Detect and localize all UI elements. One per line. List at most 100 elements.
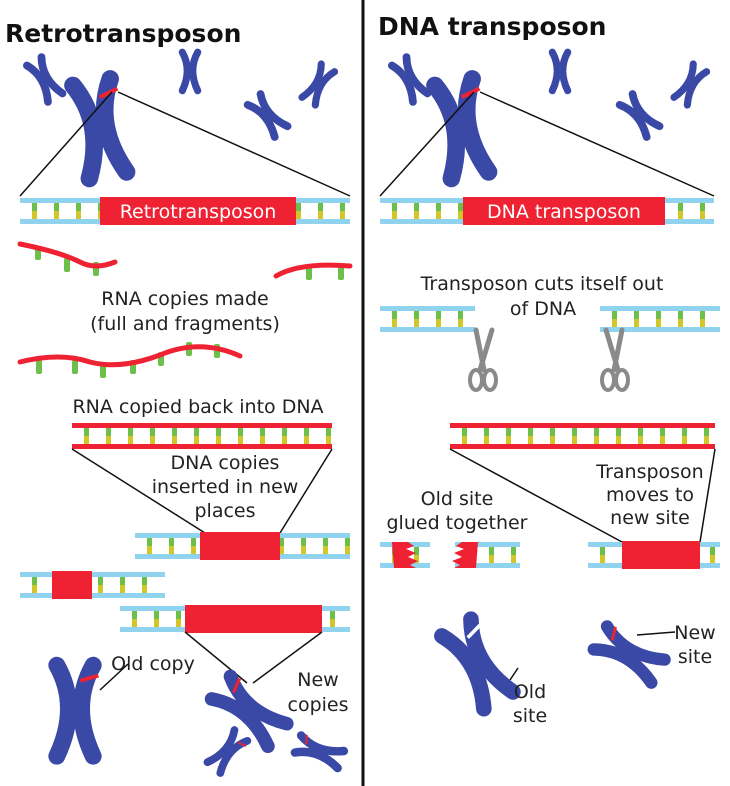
dna-strand <box>72 423 332 428</box>
base-pair <box>511 555 516 563</box>
moves-to-label: moves to <box>606 484 694 506</box>
base-pair <box>194 436 199 444</box>
cut-site-end <box>392 542 418 568</box>
new-copy-chromosome <box>290 731 349 773</box>
base-pair <box>550 436 555 444</box>
large-chromosome <box>426 70 498 188</box>
genome-dna <box>20 572 165 598</box>
base-pair <box>458 311 463 319</box>
base-pair <box>132 611 137 619</box>
dna-strand <box>380 306 475 311</box>
dna-strand <box>20 593 165 598</box>
connector-line <box>479 91 715 197</box>
base-pair <box>260 436 265 444</box>
base-pair <box>678 203 683 211</box>
base-pair <box>147 546 152 554</box>
scissors-icon <box>600 327 630 392</box>
base-pair <box>340 203 345 211</box>
base-pair <box>656 319 661 327</box>
dna-strand <box>455 563 520 568</box>
chromatid <box>683 68 711 109</box>
chromatid <box>600 620 671 666</box>
chromatid <box>64 76 103 188</box>
rna-base <box>100 364 106 378</box>
dna-transposon-box-label: DNA transposon <box>487 201 641 223</box>
rna-backbone <box>17 241 118 269</box>
dna-strand <box>450 423 715 428</box>
new-copies-label: New <box>297 669 338 691</box>
base-pair <box>572 428 577 436</box>
base-pair <box>634 319 639 327</box>
base-pair <box>506 428 511 436</box>
base-pair <box>330 619 335 627</box>
rna-fragment <box>273 262 353 280</box>
base-pair <box>191 546 196 554</box>
base-pair <box>32 577 37 585</box>
old-copy-chromosome <box>48 656 102 765</box>
base-pair <box>414 547 419 555</box>
base-pair <box>106 428 111 436</box>
base-pair <box>172 436 177 444</box>
pointer-line <box>636 631 676 636</box>
base-pair <box>414 311 419 319</box>
scissors-blade <box>603 327 621 373</box>
base-pair <box>682 428 687 436</box>
scissors-icon <box>468 327 498 392</box>
chromatid <box>243 100 279 141</box>
scissors-blade <box>477 327 495 373</box>
chromatid <box>189 48 202 95</box>
chromosome-band <box>79 673 99 683</box>
old-copy-label: Old copy <box>111 653 195 675</box>
base-pair <box>216 428 221 436</box>
base-pair <box>32 211 37 219</box>
base-pair <box>128 428 133 436</box>
base-pair <box>120 585 125 593</box>
chromatid <box>434 628 492 717</box>
base-pair <box>612 311 617 319</box>
chromatid <box>256 90 292 131</box>
base-pair <box>54 211 59 219</box>
rna-base <box>72 360 78 374</box>
base-pair <box>594 436 599 444</box>
base-pair <box>600 555 605 563</box>
base-pair <box>414 211 419 219</box>
base-pair <box>528 436 533 444</box>
small-chromosome <box>388 53 432 106</box>
base-pair <box>32 585 37 593</box>
base-pair <box>414 555 419 563</box>
retrotransposon-title: Retrotransposon <box>5 19 241 48</box>
excised-transposon <box>450 423 715 449</box>
base-pair <box>704 436 709 444</box>
base-pair <box>142 577 147 585</box>
base-pair <box>330 611 335 619</box>
chromatid <box>426 76 465 188</box>
new-copies-sub-label: copies <box>288 694 349 716</box>
base-pair <box>84 428 89 436</box>
base-pair <box>169 538 174 546</box>
base-pair <box>98 585 103 593</box>
rna-backbone <box>273 262 353 279</box>
base-pair <box>436 319 441 327</box>
retrotransposon-box-label: Retrotransposon <box>120 201 277 223</box>
rna-base <box>338 266 344 280</box>
rna-backbone <box>17 344 243 368</box>
dna-strand <box>72 444 332 449</box>
base-pair <box>704 428 709 436</box>
small-chromosome <box>23 53 67 106</box>
base-pair <box>700 211 705 219</box>
inserted-copy <box>200 532 280 560</box>
base-pair <box>489 547 494 555</box>
connector-line <box>19 91 113 197</box>
base-pair <box>318 203 323 211</box>
base-pair <box>279 538 284 546</box>
old-site-label: Old <box>514 681 546 703</box>
base-pair <box>638 436 643 444</box>
base-pair <box>458 319 463 327</box>
base-pair <box>678 211 683 219</box>
dna-copy <box>72 423 332 449</box>
chromatid <box>463 611 521 700</box>
cut-dna-left <box>380 306 475 332</box>
base-pair <box>282 436 287 444</box>
base-pair <box>700 311 705 319</box>
dna-strand <box>455 542 520 547</box>
